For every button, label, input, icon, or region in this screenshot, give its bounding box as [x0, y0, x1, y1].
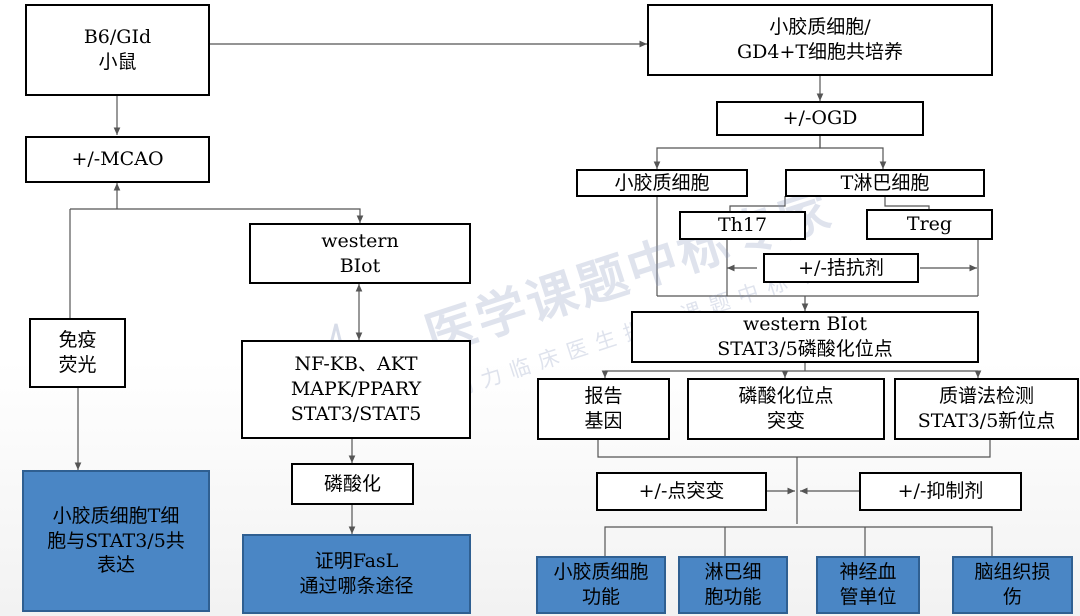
inhibitor-node: +/-抑制剂 — [859, 472, 1022, 511]
reporter-line-1: 报告 — [584, 385, 623, 408]
brain-injury-line-1: 脑组织损 — [974, 561, 1051, 584]
mouse-line-2: 小鼠 — [98, 51, 137, 73]
ogd-label: +/-OGD — [782, 107, 858, 130]
microglia-function-result-node: 小胶质细胞 功能 — [536, 556, 666, 614]
immunofluorescence-line-2: 荧光 — [58, 354, 97, 376]
western-left-line-1: western — [321, 229, 399, 252]
phospho-mut-line-1: 磷酸化位点 — [738, 385, 834, 408]
lymphocyte-function-result-node: 淋巴细 胞功能 — [678, 556, 788, 614]
mcao-node: +/-MCAO — [25, 136, 210, 183]
brain-injury-result-node: 脑组织损 伤 — [952, 556, 1073, 614]
phosphorylation-label: 磷酸化 — [323, 472, 381, 495]
inhibitor-label: +/-抑制剂 — [897, 480, 984, 503]
reporter-line-2: 基因 — [584, 410, 623, 432]
western-right-line-1: western BIot — [742, 313, 868, 336]
neurovascular-unit-result-node: 神经血 管单位 — [816, 556, 920, 614]
fasl-line-2: 通过哪条途径 — [299, 575, 414, 597]
phosphorylation-node: 磷酸化 — [291, 463, 414, 505]
microglia-func-line-1: 小胶质细胞 — [553, 561, 649, 584]
microglia-node: 小胶质细胞 — [576, 169, 748, 197]
coexpression-line-1: 小胶质细胞T细 — [52, 504, 180, 527]
coexpression-result-node: 小胶质细胞T细 胞与STAT3/5共 表达 — [22, 470, 210, 612]
pathways-node: NF-KB、AKT MAPK/PPARY STAT3/STAT5 — [241, 340, 471, 439]
brain-injury-line-2: 伤 — [1002, 586, 1022, 608]
mouse-line-1: B6/GId — [83, 26, 152, 49]
western-blot-right-node: western BIot STAT3/5磷酸化位点 — [631, 311, 979, 363]
lymph-func-line-1: 淋巴细 — [704, 561, 762, 584]
coculture-line-2: GD4+T细胞共培养 — [736, 41, 904, 63]
point-mutation-node: +/-点突变 — [596, 472, 767, 511]
pathways-line-1: NF-KB、AKT — [294, 353, 418, 376]
mcao-label: +/-MCAO — [71, 148, 164, 171]
nvu-line-2: 管单位 — [839, 586, 897, 608]
mass-spec-node: 质谱法检测 STAT3/5新位点 — [894, 378, 1079, 440]
treg-label: Treg — [906, 213, 953, 236]
fasl-pathway-result-node: 证明FasL 通过哪条途径 — [242, 534, 471, 614]
t-lymphocyte-node: T淋巴细胞 — [785, 169, 985, 197]
th17-node: Th17 — [679, 211, 806, 240]
coculture-line-1: 小胶质细胞/ — [769, 16, 871, 39]
western-right-line-2: STAT3/5磷酸化位点 — [717, 338, 893, 360]
lymph-func-line-2: 胞功能 — [704, 586, 762, 608]
treg-node: Treg — [866, 209, 993, 240]
antagonist-node: +/-拮抗剂 — [763, 253, 919, 283]
t-lymphocyte-label: T淋巴细胞 — [840, 171, 930, 194]
phospho-mut-line-2: 突变 — [766, 410, 805, 432]
antagonist-label: +/-拮抗剂 — [798, 256, 884, 279]
th17-label: Th17 — [717, 214, 768, 237]
western-left-line-2: BIot — [339, 254, 381, 277]
microglia-label: 小胶质细胞 — [614, 171, 710, 194]
coexpression-line-2: 胞与STAT3/5共 — [47, 529, 185, 552]
mass-spec-line-2: STAT3/5新位点 — [917, 410, 1056, 432]
immunofluorescence-line-1: 免疫 — [58, 329, 97, 352]
coexpression-line-3: 表达 — [96, 554, 135, 577]
pathways-line-2: MAPK/PPARY — [290, 378, 422, 401]
fasl-line-1: 证明FasL — [314, 550, 399, 573]
mass-spec-line-1: 质谱法检测 — [938, 385, 1034, 408]
immunofluorescence-node: 免疫 荧光 — [29, 318, 126, 388]
point-mutation-label: +/-点突变 — [638, 480, 725, 503]
reporter-gene-node: 报告 基因 — [537, 378, 670, 440]
microglia-func-line-2: 功能 — [581, 586, 620, 608]
pathways-line-3: STAT3/STAT5 — [290, 402, 422, 425]
mouse-node: B6/GId 小鼠 — [25, 4, 210, 96]
phospho-site-mutation-node: 磷酸化位点 突变 — [687, 378, 885, 440]
western-blot-left-node: western BIot — [249, 223, 471, 284]
ogd-node: +/-OGD — [716, 101, 924, 136]
nvu-line-1: 神经血 — [839, 561, 897, 584]
coculture-node: 小胶质细胞/ GD4+T细胞共培养 — [647, 4, 993, 76]
